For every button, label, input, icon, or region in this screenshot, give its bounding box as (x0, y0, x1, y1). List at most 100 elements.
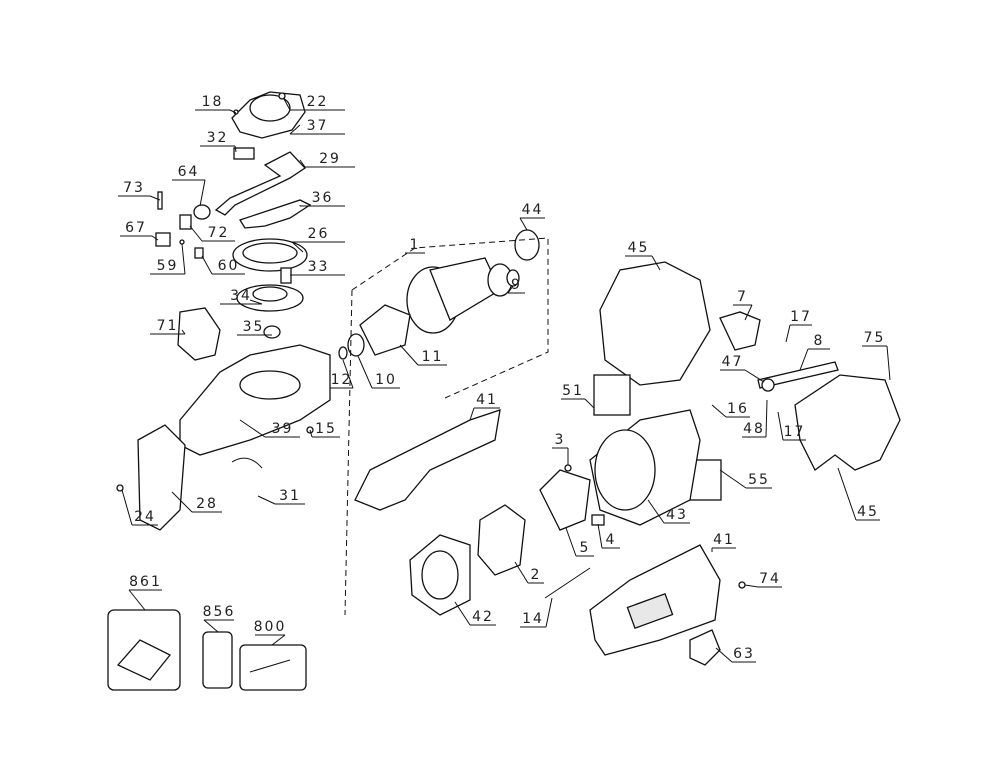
leader-line (151, 235, 159, 241)
callout-48: 48 (742, 399, 768, 438)
leader-line (469, 407, 475, 421)
callout-51: 51 (561, 383, 595, 409)
callout-35: 35 (237, 319, 272, 336)
callout-63: 63 (715, 646, 756, 663)
part-plate-36 (239, 199, 312, 229)
leader-line (837, 467, 857, 521)
callout-number: 29 (319, 151, 341, 167)
part-8 (757, 361, 839, 389)
part-screw-74 (738, 581, 746, 589)
leader-line (711, 404, 727, 418)
leader-line (203, 619, 219, 633)
callout-number: 3 (555, 432, 566, 448)
callout-11: 11 (399, 344, 447, 366)
callout-41: 41 (711, 532, 736, 552)
part-gear-housing-39 (179, 344, 331, 456)
callout-number: 75 (864, 330, 886, 346)
callout-12: 12 (330, 359, 354, 389)
part-housing-45 (599, 261, 711, 386)
callout-29: 29 (299, 151, 355, 168)
part-12 (338, 346, 348, 360)
callout-71: 71 (150, 318, 186, 335)
callout-number: 8 (814, 333, 825, 349)
callout-34: 34 (220, 288, 263, 305)
part-label-51 (593, 374, 631, 416)
part-cover-28 (137, 424, 186, 531)
callout-number: 45 (628, 240, 650, 256)
callout-42: 42 (454, 601, 496, 626)
callout-60: 60 (201, 255, 245, 275)
leader-line (651, 255, 661, 271)
callout-47: 47 (720, 354, 765, 383)
callout-number: 63 (733, 646, 755, 662)
callout-number: 33 (308, 259, 330, 275)
callout-8: 8 (799, 333, 830, 371)
callout-number: 32 (207, 130, 229, 146)
leader-line (454, 601, 471, 626)
callout-number: 15 (315, 421, 337, 437)
leader-line (171, 491, 193, 513)
callout-39: 39 (239, 419, 300, 438)
callout-22: 22 (283, 94, 345, 111)
callout-24: 24 (121, 489, 158, 526)
callout-800: 800 (254, 619, 286, 646)
part-screw-3 (564, 464, 572, 472)
leader-line (565, 527, 577, 557)
leader-line (886, 345, 891, 381)
callout-number: 31 (279, 488, 301, 504)
part-72 (179, 214, 192, 230)
callout-2: 2 (514, 561, 544, 584)
callout-number: 41 (476, 392, 498, 408)
callout-number: 51 (562, 383, 584, 399)
leader-line (342, 359, 354, 389)
leader-line (647, 499, 665, 524)
leader-line (399, 344, 419, 366)
callout-number: 16 (727, 401, 749, 417)
callout-33: 33 (290, 259, 345, 276)
part-plunger-29 (214, 151, 306, 216)
part-cap-63 (689, 629, 721, 666)
callout-41: 41 (469, 392, 500, 421)
callout-5: 5 (565, 527, 594, 557)
callout-number: 14 (522, 611, 544, 627)
callout-861: 861 (128, 574, 162, 611)
leader-line (181, 329, 186, 335)
leader-line (121, 489, 133, 526)
callout-31: 31 (257, 488, 305, 505)
callout-number: 28 (196, 496, 218, 512)
callout-number: 47 (722, 354, 744, 370)
callout-74: 74 (744, 571, 782, 588)
part-brush-4 (591, 514, 605, 526)
callout-72: 72 (189, 225, 235, 242)
callout-number: 60 (218, 258, 240, 274)
leader-line (257, 495, 276, 505)
callout-number: 4 (606, 532, 617, 548)
callout-17: 17 (777, 411, 806, 441)
leader-line (514, 561, 529, 584)
callout-number: 1 (410, 237, 421, 253)
part-fan-baffle-11 (359, 304, 411, 356)
callout-number: 9 (511, 277, 522, 293)
callout-number: 856 (203, 604, 236, 620)
callout-number: 72 (208, 225, 230, 241)
callout-3: 3 (552, 432, 569, 465)
callout-14: 14 (520, 597, 553, 628)
leader-line (744, 304, 753, 321)
part-47 (761, 378, 775, 392)
callout-32: 32 (200, 130, 237, 153)
leader-line (799, 348, 809, 371)
leader-line (545, 597, 553, 628)
callout-number: 7 (737, 289, 748, 305)
part-33 (280, 267, 292, 284)
leader-line (597, 523, 603, 549)
leader-line (719, 469, 747, 489)
callout-number: 17 (784, 424, 806, 440)
callout-number: 37 (307, 118, 329, 134)
callout-number: 22 (307, 94, 329, 110)
callout-17: 17 (785, 309, 812, 343)
part-ring-64 (193, 204, 211, 220)
callout-number: 67 (125, 220, 147, 236)
callout-75: 75 (862, 330, 891, 381)
callout-number: 5 (580, 540, 591, 556)
